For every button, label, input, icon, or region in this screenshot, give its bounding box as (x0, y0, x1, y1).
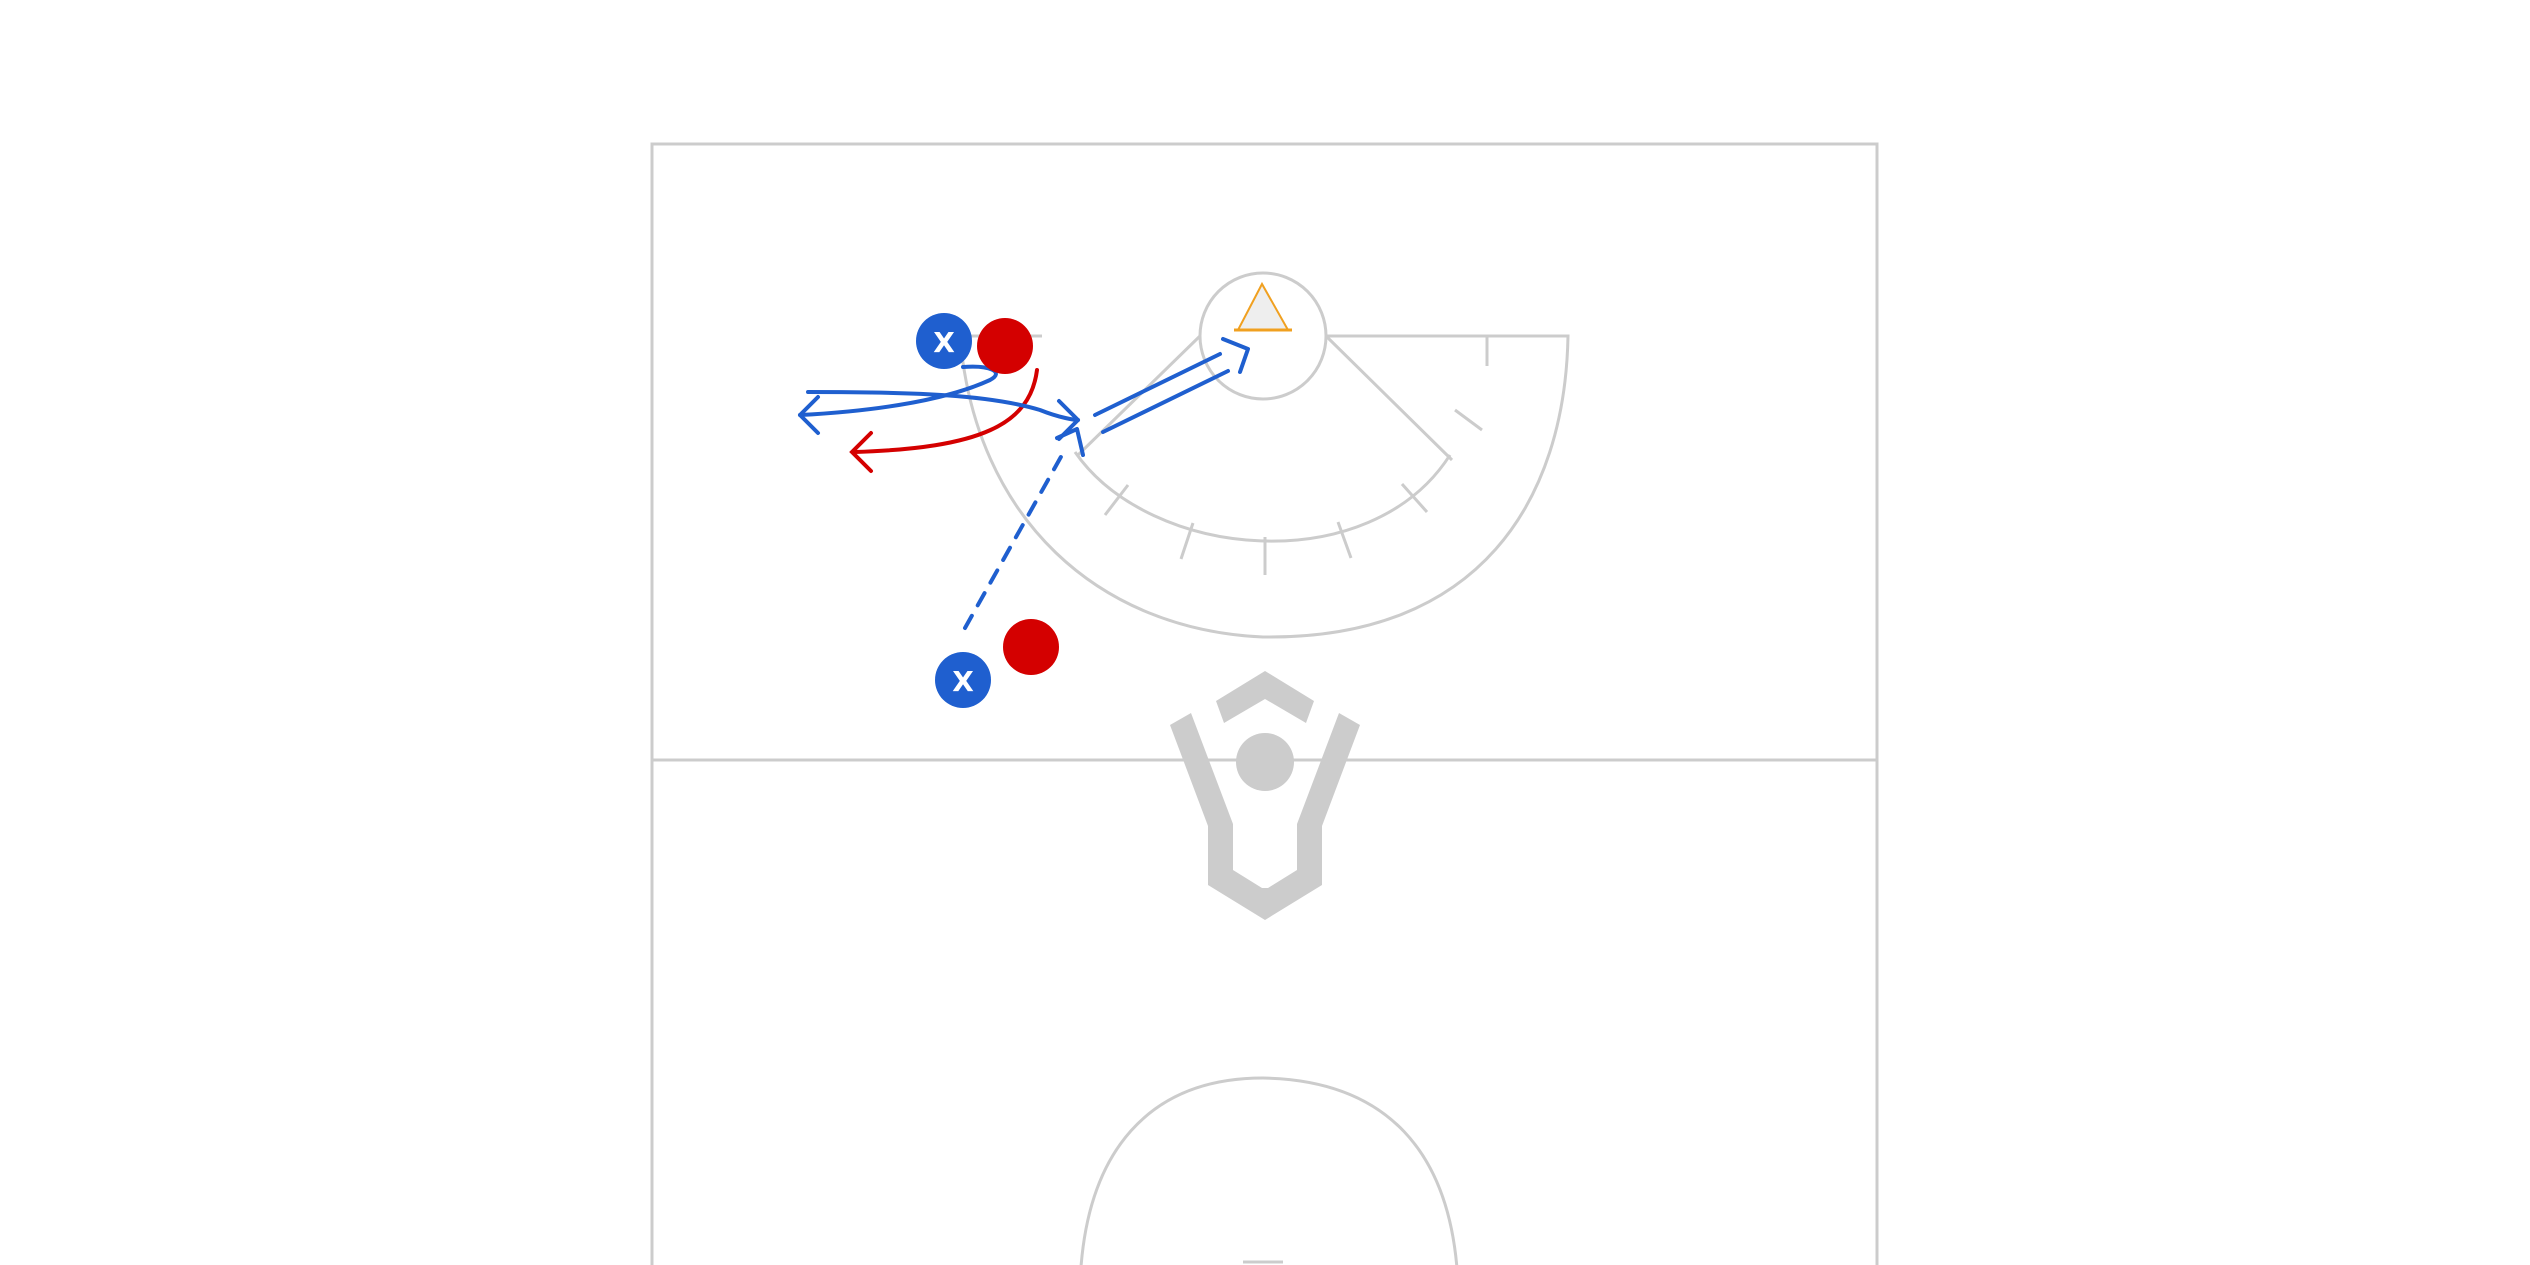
blue-drive-arrowhead (1221, 337, 1250, 374)
logo-right-arm (1265, 713, 1360, 920)
defender-player-2: X (935, 652, 991, 708)
hash-2 (1179, 522, 1195, 560)
attacker-marker (1003, 619, 1059, 675)
lacrosse-logo-icon (1170, 671, 1360, 920)
defender-label: X (933, 326, 955, 359)
hash-5 (1400, 483, 1429, 513)
court-lines (650, 142, 1879, 1265)
logo-left-arm (1170, 713, 1265, 920)
offense-path (849, 368, 1039, 473)
hash-4 (1336, 521, 1353, 559)
cone-body (1236, 281, 1290, 331)
blue-arrowhead-left (798, 395, 820, 435)
goal-line-right-diag (1324, 334, 1454, 462)
offense-player-2 (1003, 619, 1059, 675)
defensive-arc (1079, 1076, 1459, 1265)
defender-player-1: X (916, 313, 972, 369)
defender-marker (935, 652, 991, 708)
hash-1 (1103, 484, 1130, 516)
blue-drive-line-1 (1093, 352, 1222, 417)
attacker-marker (977, 318, 1033, 374)
blue-loop-back (806, 390, 1080, 422)
blue-drive-line-2 (1101, 369, 1230, 434)
defender-marker (916, 313, 972, 369)
defender-label: X (952, 665, 974, 698)
red-arrowhead (849, 431, 873, 473)
offense-player-1 (977, 318, 1033, 374)
players: X X (916, 313, 1059, 708)
cone-icon (1234, 281, 1292, 332)
fan-arc (958, 334, 1570, 639)
blue-dashed-pass (963, 453, 1064, 630)
red-cut-path (853, 368, 1039, 454)
blue-pass-arrowhead (1055, 427, 1085, 457)
defense-paths (798, 337, 1250, 630)
logo-chevron-top (1216, 671, 1314, 723)
fan-hash-right (1454, 408, 1483, 432)
eight-meter-arc (1073, 451, 1452, 543)
logo-center-dot (1236, 733, 1294, 791)
court-boundary (650, 142, 1879, 1265)
